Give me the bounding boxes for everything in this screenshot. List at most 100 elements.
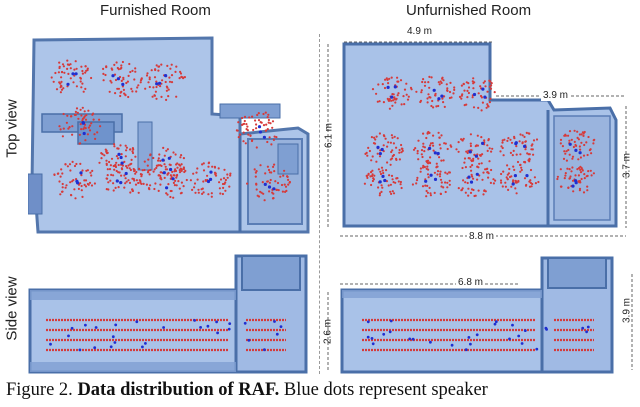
point-dot <box>85 169 88 172</box>
point-dot <box>443 105 446 108</box>
point-dot <box>96 131 99 134</box>
point-dot <box>169 174 172 177</box>
point-dot <box>275 188 278 191</box>
point-dot <box>457 187 460 190</box>
point-dot <box>131 151 135 155</box>
point-dot <box>255 123 258 126</box>
point-dot <box>489 87 493 90</box>
point-dot <box>504 185 507 188</box>
point-dot <box>488 101 491 104</box>
speaker-dot <box>162 171 166 175</box>
point-dot <box>486 149 489 152</box>
point-dot <box>420 91 423 94</box>
point-dot <box>423 84 427 87</box>
point-dot <box>390 174 394 177</box>
point-dot <box>129 148 132 151</box>
point-dot <box>370 183 373 187</box>
point-dot <box>90 122 93 125</box>
point-dot <box>109 79 112 82</box>
point-dot <box>67 72 70 75</box>
point-dot <box>126 80 129 83</box>
top-total-width-label: 8.8 m <box>467 231 497 242</box>
point-dot <box>262 112 265 116</box>
point-dot <box>273 163 276 166</box>
point-dot <box>176 166 179 169</box>
point-dot <box>438 143 441 146</box>
speaker-dot <box>66 82 70 86</box>
point-dot <box>125 165 128 168</box>
point-dot <box>567 134 570 137</box>
point-dot <box>376 152 379 155</box>
point-dot <box>393 135 396 138</box>
point-dot <box>82 90 85 93</box>
unfurnished-room-title: Unfurnished Room <box>406 2 532 19</box>
point-dot <box>159 183 162 186</box>
point-dot <box>112 174 115 177</box>
point-dot <box>395 146 398 149</box>
point-dot <box>154 68 157 71</box>
point-dot <box>157 69 160 72</box>
point-dot <box>93 133 96 136</box>
point-dot <box>559 168 562 171</box>
point-dot <box>79 108 82 111</box>
speaker-dot <box>371 342 375 346</box>
point-dot <box>577 174 580 177</box>
point-dot <box>469 133 472 136</box>
point-dot <box>416 152 419 155</box>
point-dot <box>526 152 529 155</box>
point-dot <box>136 86 139 89</box>
point-dot <box>370 136 373 139</box>
point-dot <box>507 188 510 191</box>
point-dot <box>175 95 178 98</box>
point-dot <box>267 118 270 122</box>
point-dot <box>399 183 402 186</box>
point-dot <box>157 164 160 167</box>
point-dot <box>66 114 69 117</box>
point-dot <box>583 130 586 134</box>
point-dot <box>493 91 496 94</box>
point-dot <box>197 188 200 191</box>
point-dot <box>440 181 443 184</box>
point-dot <box>85 69 88 72</box>
point-dot <box>387 99 391 102</box>
point-dot <box>472 157 475 160</box>
point-dot <box>262 192 265 195</box>
point-dot <box>519 133 522 136</box>
point-dot <box>118 171 121 174</box>
point-dot <box>62 112 65 116</box>
point-dot <box>469 142 472 145</box>
point-dot <box>276 181 280 185</box>
point-dot <box>468 157 471 160</box>
point-dot <box>423 150 426 153</box>
point-dot <box>74 113 77 116</box>
point-dot <box>440 159 443 162</box>
point-dot <box>463 89 466 92</box>
point-dot <box>390 134 393 137</box>
point-dot <box>160 63 163 66</box>
point-dot <box>432 134 435 137</box>
point-dot <box>133 169 136 173</box>
point-dot <box>50 76 53 79</box>
point-dot <box>68 126 71 129</box>
point-dot <box>266 116 269 119</box>
point-dot <box>580 141 583 144</box>
point-dot <box>520 168 523 172</box>
point-dot <box>166 86 169 89</box>
point-dot <box>400 143 403 147</box>
point-dot <box>387 82 390 85</box>
point-dot <box>80 65 83 68</box>
point-dot <box>372 142 376 145</box>
point-dot <box>252 128 255 132</box>
point-dot <box>589 169 592 172</box>
point-dot <box>268 171 271 174</box>
point-dot <box>204 179 207 182</box>
point-dot <box>426 191 429 194</box>
point-dot <box>71 133 74 136</box>
point-dot <box>138 179 141 182</box>
point-dot <box>196 167 199 170</box>
point-dot <box>369 175 372 178</box>
point-dot <box>80 128 83 131</box>
point-dot <box>183 76 186 79</box>
point-dot <box>481 101 484 104</box>
speaker-dot <box>199 326 203 329</box>
